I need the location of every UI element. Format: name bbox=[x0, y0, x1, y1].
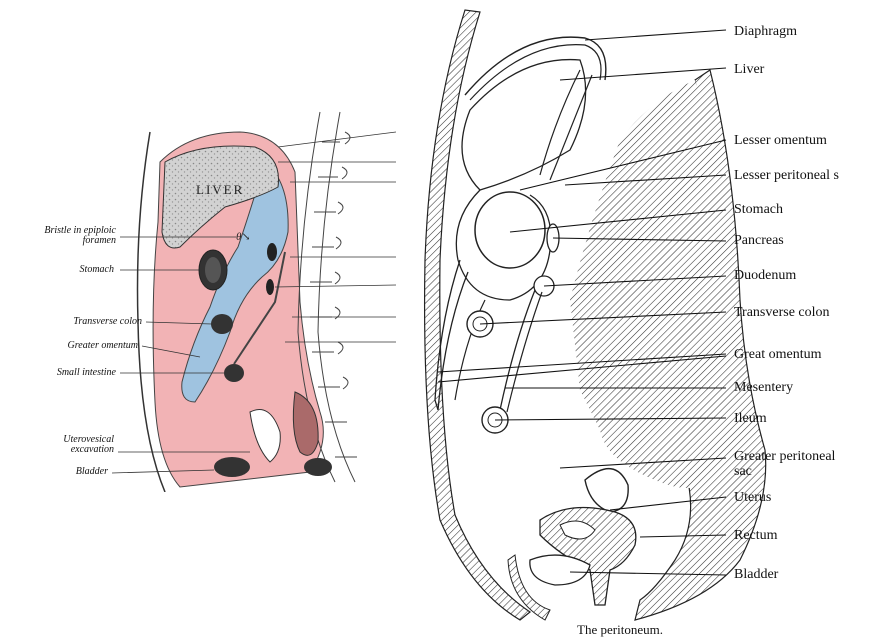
left-label-small-intestine: Small intestine bbox=[56, 367, 116, 378]
diaphragm-line bbox=[464, 36, 607, 96]
left-figure-drawing: LIVER θ↘ bbox=[111, 111, 396, 492]
bladder-shape bbox=[214, 457, 250, 477]
left-sagittal-figure: LIVER θ↘ bbox=[0, 102, 396, 492]
label-bladder: Bladder bbox=[734, 567, 779, 582]
label-ileum: Ileum bbox=[734, 411, 767, 426]
label-greater-peritoneal-sac: Greater peritoneal sac bbox=[734, 449, 836, 479]
label-great-omentum: Great omentum bbox=[734, 347, 822, 362]
label-duodenum: Duodenum bbox=[734, 268, 797, 283]
right-sagittal-figure bbox=[423, 9, 767, 621]
pancreas-shape bbox=[267, 243, 277, 261]
label-lesser-peritoneal-sac: Lesser peritoneal s bbox=[734, 168, 839, 183]
anterior-wall bbox=[423, 9, 532, 621]
label-rectum: Rectum bbox=[734, 528, 778, 543]
left-label-uterovesical: Uterovesical excavation bbox=[63, 434, 114, 455]
left-label-greater-omentum: Greater omentum bbox=[67, 340, 138, 351]
label-lesser-omentum: Lesser omentum bbox=[734, 133, 827, 148]
liver-organ-label: LIVER bbox=[196, 182, 244, 197]
figure-caption: The peritoneum. bbox=[577, 622, 663, 637]
mesentery-line bbox=[499, 289, 536, 411]
left-label-bristle: Bristle in epiploic foramen bbox=[44, 225, 116, 246]
left-label-stomach: Stomach bbox=[79, 264, 114, 275]
liver-outline bbox=[461, 58, 587, 191]
label-pancreas: Pancreas bbox=[734, 233, 784, 248]
label-mesentery: Mesentery bbox=[734, 380, 794, 395]
label-stomach: Stomach bbox=[734, 202, 783, 217]
label-liver: Liver bbox=[734, 62, 765, 77]
arrow-glyph: θ↘ bbox=[236, 231, 251, 243]
abdominal-wall bbox=[136, 131, 166, 492]
label-diaphragm: Diaphragm bbox=[734, 24, 797, 39]
stomach-outline bbox=[474, 191, 546, 269]
liver-shape bbox=[161, 145, 280, 249]
lesser-sac-region bbox=[181, 161, 289, 403]
leader-lines bbox=[437, 29, 727, 576]
small-intestine-shape bbox=[224, 364, 244, 382]
duodenum-shape bbox=[266, 279, 274, 295]
uterus-outline bbox=[584, 468, 629, 513]
bladder-outline bbox=[529, 554, 591, 586]
label-transverse-colon: Transverse colon bbox=[734, 305, 830, 320]
left-label-bladder: Bladder bbox=[75, 466, 108, 477]
label-uterus: Uterus bbox=[734, 490, 772, 505]
left-label-transverse-colon: Transverse colon bbox=[73, 316, 142, 327]
transverse-colon-shape bbox=[211, 314, 233, 334]
